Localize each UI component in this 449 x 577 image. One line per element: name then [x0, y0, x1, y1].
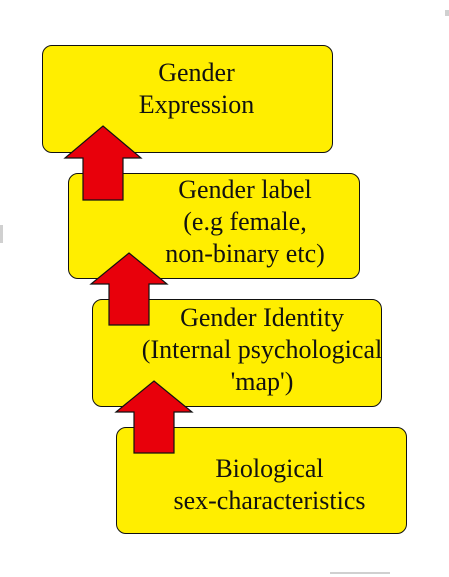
- arrow-up-icon: [63, 125, 143, 201]
- gender-identity-line-2: (Internal psychological: [141, 335, 383, 365]
- scan-edge-mark: [330, 572, 390, 574]
- arrow-up-icon: [89, 252, 169, 326]
- gender-label-line-1: Gender label: [178, 175, 312, 205]
- gender-label-line-2: (e.g female,: [183, 207, 307, 237]
- gender-identity-line-1: Gender Identity: [180, 303, 344, 333]
- scan-edge-mark: [0, 225, 3, 243]
- gender-identity-line-3: 'map'): [230, 366, 294, 396]
- gender-expression-line-1: Gender: [158, 58, 235, 88]
- gender-expression-line-2: Expression: [138, 90, 255, 119]
- scan-edge-mark: [445, 10, 449, 16]
- biological-sex-line-1: Biological: [215, 453, 324, 483]
- arrow-up-icon: [114, 380, 194, 454]
- biological-sex-line-2: sex-characteristics: [173, 485, 366, 515]
- gender-expression-box: Gender Expression: [42, 45, 333, 153]
- gender-identity-box: Gender Identity (Internal psychological …: [92, 299, 382, 407]
- gender-label-line-3: non-binary etc): [165, 238, 325, 268]
- gender-label-box: Gender label (e.g female, non-binary etc…: [68, 173, 360, 279]
